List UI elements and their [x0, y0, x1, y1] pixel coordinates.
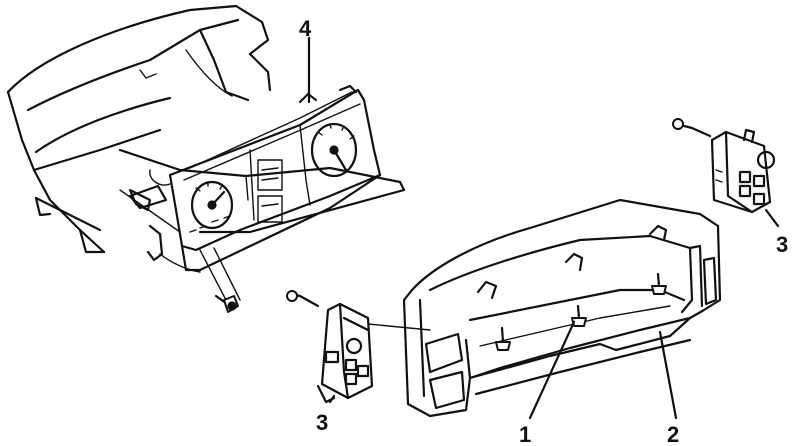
leader-1	[528, 320, 576, 420]
callout-3-right: 3	[776, 232, 788, 257]
bezel-screws	[495, 272, 667, 351]
dashboard-shell	[6, 4, 406, 254]
leader-3-right	[764, 208, 780, 228]
callout-1: 1	[519, 422, 531, 446]
cluster-bezel	[402, 198, 722, 418]
assembly-line-cluster	[119, 189, 181, 233]
callout-3-left: 3	[316, 410, 328, 435]
callout-2: 2	[667, 422, 679, 446]
leader-2	[658, 330, 678, 420]
callout-4: 4	[299, 16, 312, 41]
switch-module-left	[286, 290, 431, 404]
switch-module-right	[672, 118, 776, 214]
instrument-cluster	[128, 84, 382, 301]
cluster-screw	[214, 294, 239, 313]
leader-3-left	[328, 394, 336, 404]
leader-lines	[307, 36, 780, 420]
